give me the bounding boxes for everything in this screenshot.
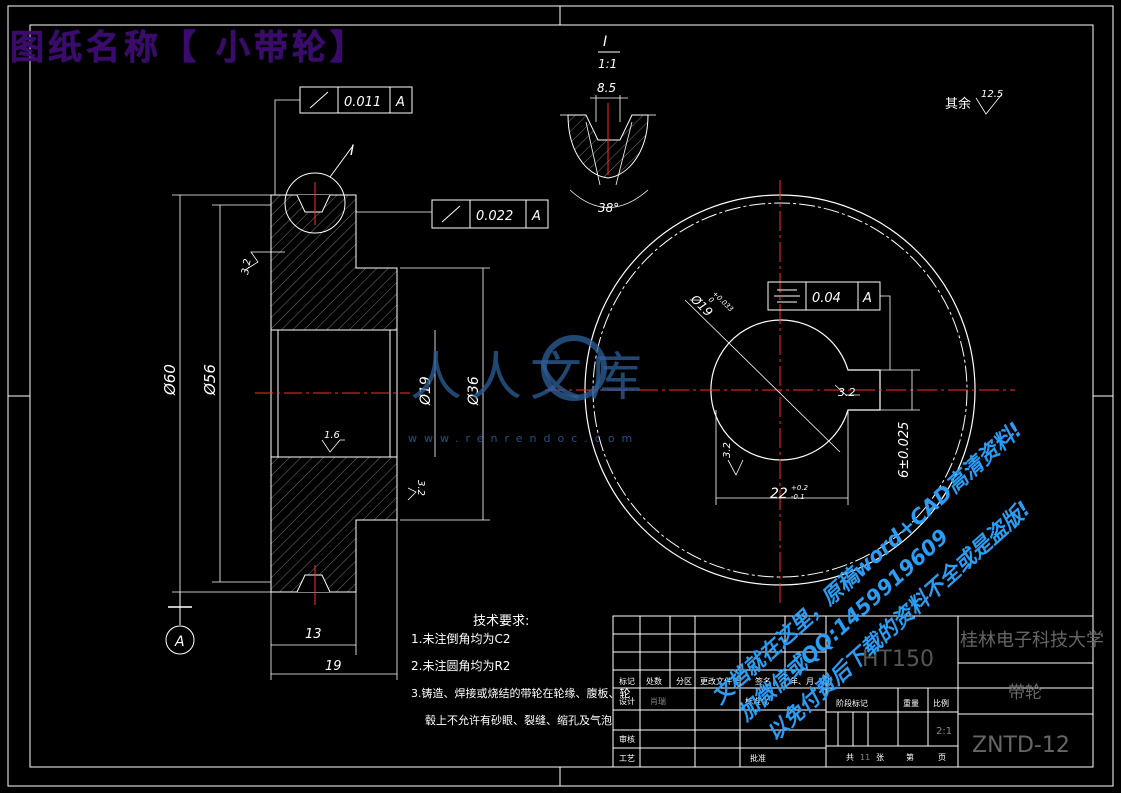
tb-std: 标准化	[745, 696, 769, 706]
watermark-logo-icon	[541, 335, 607, 401]
tb-check: 审核	[619, 734, 635, 744]
tb-drawing-no: ZNTD-12	[972, 733, 1070, 758]
roughness-r5: 3.2	[722, 442, 733, 458]
tb-sheet-no: 第	[906, 752, 914, 762]
dim-w19: 19	[325, 659, 342, 674]
dim-d36: Ø36	[466, 376, 482, 406]
roughness-r2: 1.6	[324, 430, 340, 441]
watermark-url: www.renrendoc.com	[408, 432, 639, 445]
hatch-lower	[270, 456, 398, 593]
notes-heading: 技术要求:	[473, 614, 529, 629]
tb-sheet-total: 共	[846, 753, 854, 762]
tb-stage-col-1: 阶段标记	[836, 698, 868, 708]
roughness-r1: 3.2	[240, 258, 254, 276]
tb-design: 设计	[619, 696, 635, 706]
detail-width: 8.5	[597, 81, 616, 95]
tb-stage-col-3: 比例	[933, 698, 949, 708]
tb-row-label-2: 处数	[646, 676, 662, 686]
tol-runout-mid-value: 0.022	[476, 209, 513, 224]
tb-row-label-6: 年、月、日	[790, 676, 830, 686]
dim-bore-tol2: 0	[707, 296, 716, 305]
tb-row-label-4: 更改文件号	[700, 676, 740, 686]
drawing-frame	[7, 5, 1114, 787]
technical-notes: 技术要求: 1.未注倒角均为C2 2.未注圆角均为R2 3.铸造、焊接或烧结的带…	[411, 614, 631, 727]
dim-key-depth-tol2: -0.1	[791, 493, 805, 501]
dim-d56: Ø56	[201, 364, 219, 396]
tb-row-label-3: 分区	[676, 677, 692, 686]
watermark-logo: 人人文库	[410, 348, 650, 408]
tb-sheet-page2: 页	[938, 753, 946, 762]
tol-runout-mid-datum: A	[531, 209, 541, 224]
tol-runout-top-value: 0.011	[344, 95, 381, 110]
dim-d19: Ø19	[418, 376, 434, 406]
detail-scale: 1:1	[598, 57, 617, 71]
tb-row-label-5: 签名	[755, 676, 771, 686]
detail-angle: 38°	[598, 201, 619, 215]
dim-key-width: 6±0.025	[897, 422, 912, 478]
tb-process: 工艺	[619, 754, 635, 763]
dim-w13: 13	[305, 627, 322, 642]
watermark: 人人文库 www.renrendoc.com 文档就在这里，原稿word+CAD…	[408, 335, 1035, 746]
roughness-r3: 3.2	[415, 480, 426, 496]
tb-row-label-1: 标记	[619, 676, 635, 686]
tb-approve: 批准	[750, 753, 766, 763]
detail-view-label: I	[603, 34, 607, 50]
hatch-upper	[270, 194, 398, 331]
detail-view: I 1:1 8.5 38°	[560, 34, 656, 215]
tb-sheet-count: 11	[860, 753, 870, 762]
tol-runout-top-datum: A	[395, 95, 405, 110]
roughness-rest: 其余 12.5	[945, 89, 1003, 115]
note-3: 3.铸造、焊接或烧结的带轮在轮缘、腹板、轮	[411, 686, 631, 700]
roughness-rest-label: 其余	[945, 96, 971, 112]
section-view: I Ø60 Ø56 Ø	[161, 86, 549, 680]
tb-school: 桂林电子科技大学	[960, 630, 1104, 651]
detail-callout-label: I	[350, 143, 354, 159]
tb-part-name: 带轮	[1008, 683, 1042, 703]
note-1: 1.未注倒角均为C2	[411, 631, 510, 646]
dim-key-depth-tol: +0.2	[791, 484, 809, 492]
tol-symmetry-value: 0.04	[812, 291, 841, 306]
title-block: HT150 桂林电子科技大学 带轮 ZNTD-12 标记 处数 分区 更改文件号…	[612, 615, 1104, 768]
watermark-line-2: 加微信或QQ:1459919609	[733, 524, 954, 726]
roughness-r4: 3.2	[838, 386, 856, 399]
tb-material: HT150	[862, 647, 934, 672]
note-2: 2.未注圆角均为R2	[411, 658, 510, 673]
tol-symmetry-datum: A	[862, 291, 872, 306]
dim-key-depth: 22	[770, 486, 788, 502]
note-4: 毂上不允许有砂眼、裂缝、缩孔及气泡	[425, 713, 612, 727]
datum-a-label: A	[174, 634, 185, 650]
tb-ratio: 2:1	[936, 726, 952, 737]
roughness-rest-value: 12.5	[981, 89, 1003, 100]
tb-sheet-page: 张	[876, 753, 884, 762]
tb-designer: 肖瑞	[650, 696, 666, 706]
tb-stage-col-2: 重量	[903, 698, 919, 708]
dim-d60: Ø60	[161, 364, 179, 396]
